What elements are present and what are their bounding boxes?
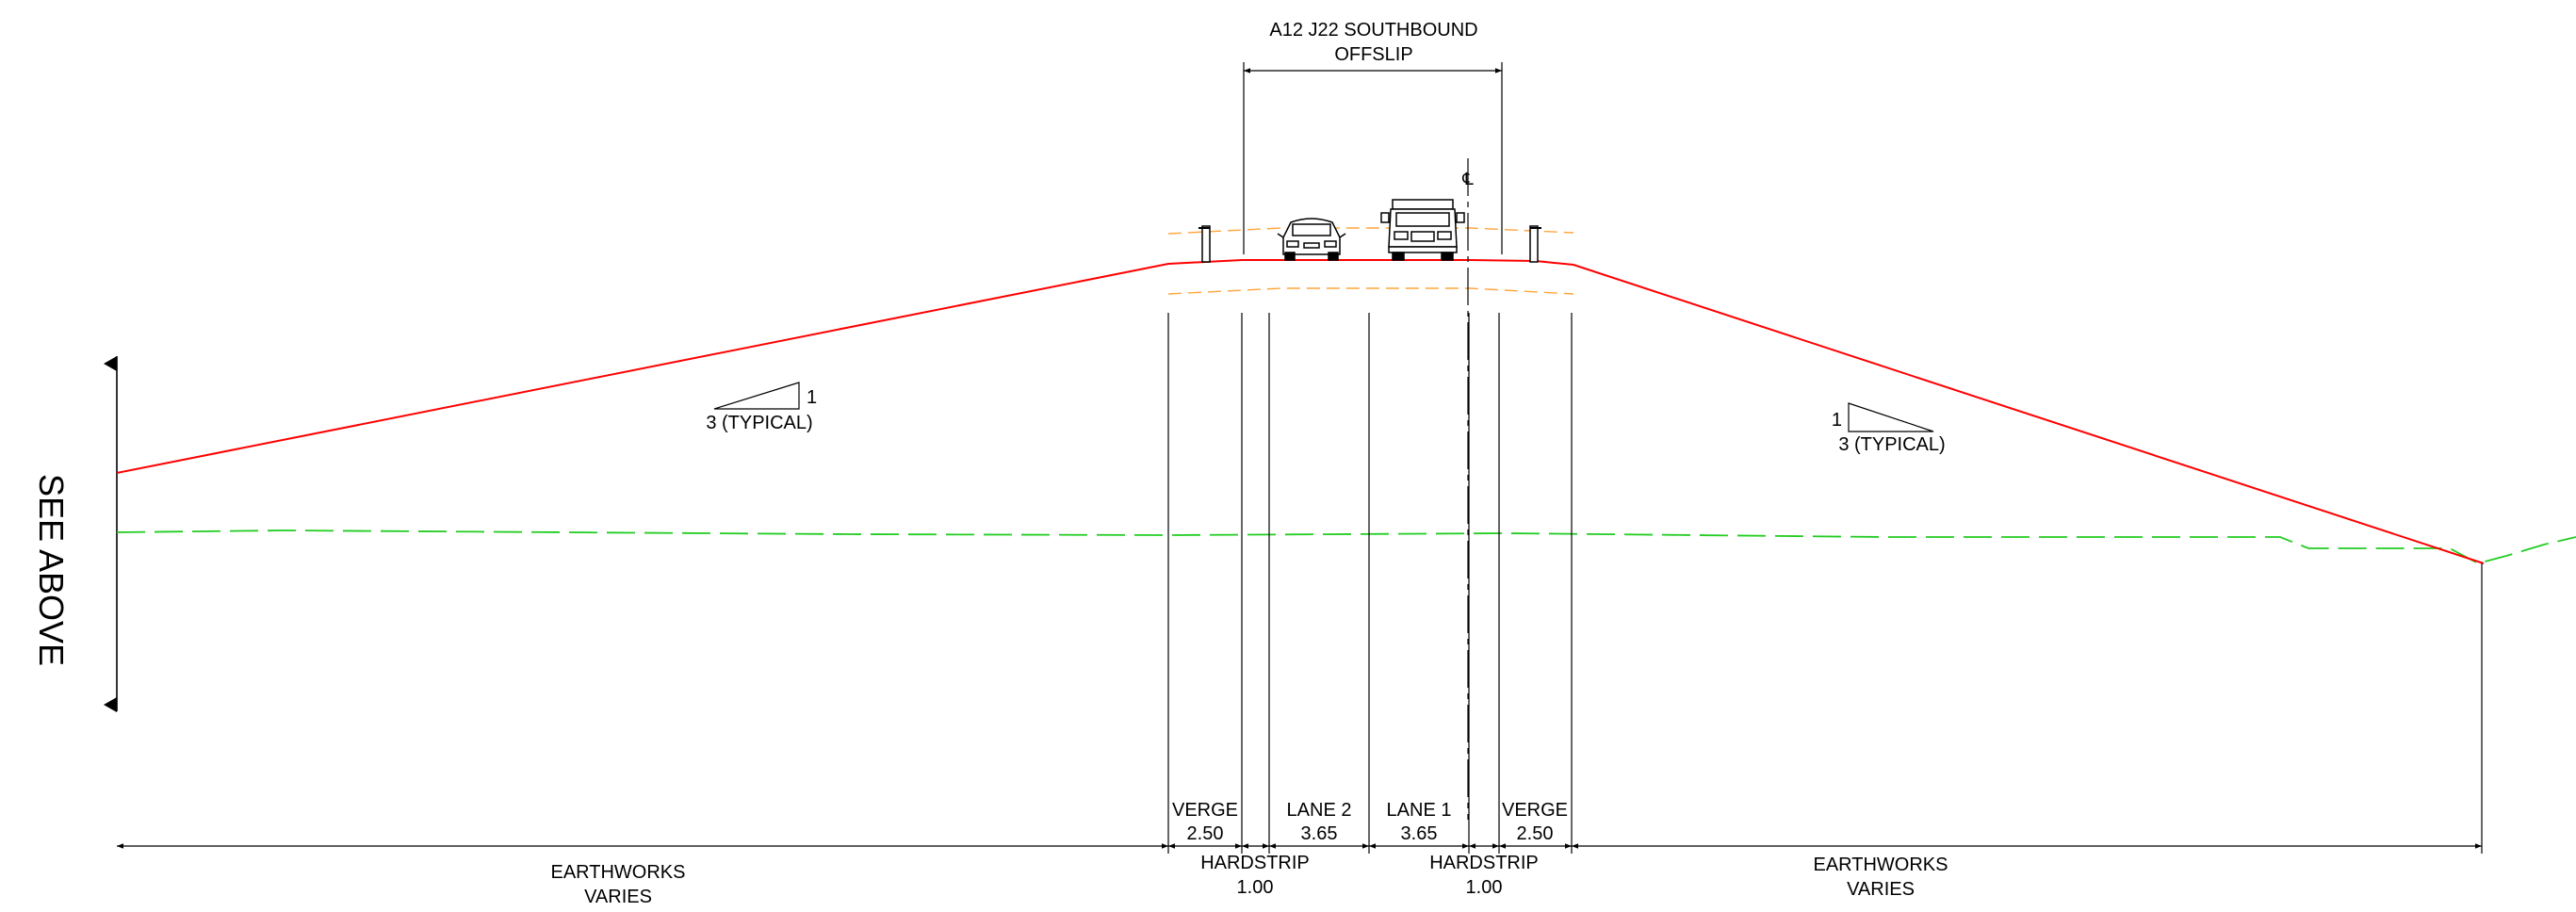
verge-right-value: 2.50 xyxy=(1517,823,1554,844)
title-line-2: OFFSLIP xyxy=(1334,44,1412,65)
pavement-layer-top xyxy=(1167,227,1574,235)
embankment-profile xyxy=(116,259,2485,564)
hardstrip-right-label: HARDSTRIP xyxy=(1429,853,1539,873)
earthworks-left-label: EARTHWORKS xyxy=(551,862,686,883)
verge-left-label: VERGE xyxy=(1172,800,1238,821)
slope-triangle-left xyxy=(713,382,800,410)
pavement-layer-bottom xyxy=(1167,287,1574,295)
section-arrow-icon xyxy=(104,356,117,371)
centreline-symbol: ℄ xyxy=(1461,170,1474,188)
dimension-extension-lines xyxy=(1167,313,2483,854)
existing-ground-line xyxy=(116,529,2576,564)
earthworks-right-value: VARIES xyxy=(1847,879,1915,900)
lane-1-value: 3.65 xyxy=(1401,823,1438,844)
slope-left-rise: 1 xyxy=(807,387,817,408)
hardstrip-right-value: 1.00 xyxy=(1466,877,1503,898)
slope-left-run: 3 (TYPICAL) xyxy=(706,413,812,433)
verge-right-label: VERGE xyxy=(1502,800,1568,821)
section-arrow-icon xyxy=(104,697,117,712)
slope-right-rise: 1 xyxy=(1832,410,1842,431)
hardstrip-left-label: HARDSTRIP xyxy=(1200,853,1310,873)
hardstrip-left-value: 1.00 xyxy=(1237,877,1274,898)
car-icon xyxy=(1277,218,1346,261)
lane-2-value: 3.65 xyxy=(1301,823,1338,844)
lane-1-label: LANE 1 xyxy=(1387,800,1452,821)
earthworks-left-value: VARIES xyxy=(584,887,652,907)
verge-left-value: 2.50 xyxy=(1187,823,1224,844)
see-above-label: SEE ABOVE xyxy=(32,474,71,666)
safety-barrier-icon xyxy=(1529,225,1541,263)
safety-barrier-icon xyxy=(1198,225,1211,263)
slope-triangle-right xyxy=(1848,402,1934,432)
lane-2-label: LANE 2 xyxy=(1287,800,1352,821)
van-icon xyxy=(1380,199,1465,261)
title-line-1: A12 J22 SOUTHBOUND xyxy=(1269,20,1477,41)
earthworks-right-label: EARTHWORKS xyxy=(1814,855,1948,875)
slope-right-run: 3 (TYPICAL) xyxy=(1838,434,1945,455)
